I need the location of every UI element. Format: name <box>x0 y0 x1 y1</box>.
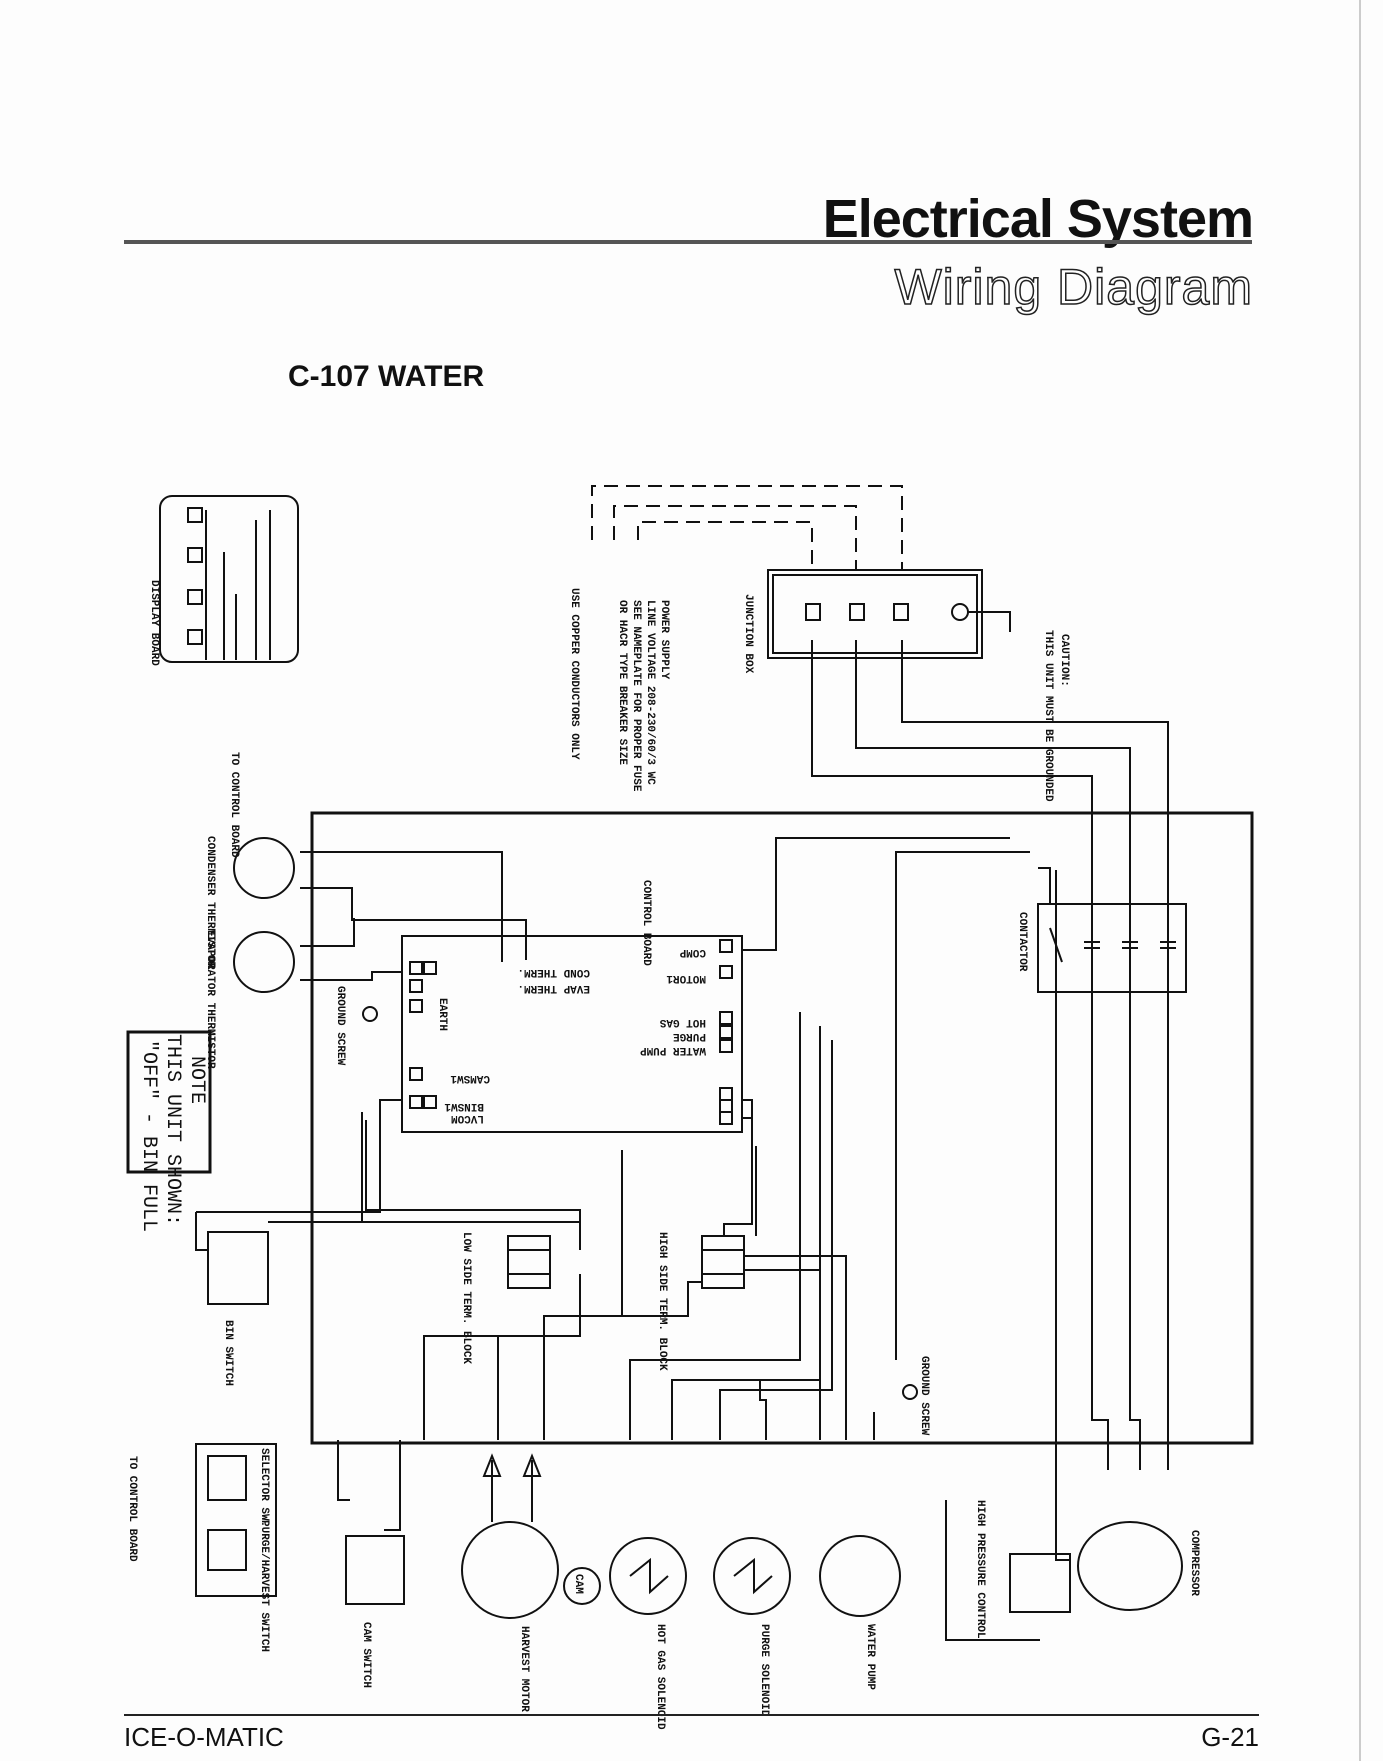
low-side-term-block-label: LOW SIDE TERM. BLOCK <box>460 1232 472 1364</box>
cond-therm-label: COND THERM. <box>517 966 590 978</box>
high-side-term-block-label: HIGH SIDE TERM. BLOCK <box>656 1232 668 1371</box>
to-control-board-bottom-label: TO CONTROL BOARD <box>126 1456 138 1562</box>
harvest-motor-label: HARVEST MOTOR <box>518 1626 530 1712</box>
purge-solenoid-label: PURGE SOLENOID <box>758 1624 770 1717</box>
note-box-outline <box>126 1030 212 1174</box>
to-control-board-top-label: TO CONTROL BOARD <box>228 752 240 858</box>
page-edge <box>1359 0 1361 1761</box>
page-number: G-21 <box>1201 1722 1259 1752</box>
water-pump-motor-label: WATER PUMP <box>864 1624 876 1690</box>
hot-gas-label: HOT GAS <box>659 1016 706 1028</box>
camsw1-label: CAMSW1 <box>450 1072 490 1084</box>
contactor-outline <box>1037 903 1187 993</box>
section-subtitle: Wiring Diagram <box>894 258 1253 316</box>
motor1-label: MOTOR1 <box>666 972 706 984</box>
evaporator-thermistor-label: EVAPORATOR THERMISTOR <box>204 930 216 1069</box>
ground-screw-label: GROUND SCREW <box>334 986 346 1066</box>
water-pump-label: WATER PUMP <box>640 1044 706 1056</box>
caution-label: CAUTION: <box>1058 634 1070 687</box>
high-pressure-control-label: HIGH PRESSURE CONTROL <box>974 1500 986 1639</box>
breaker-label: OR HACR TYPE BREAKER SIZE <box>616 600 628 765</box>
note-line1: NOTE <box>185 1056 208 1104</box>
contactor-label: CONTACTOR <box>1016 912 1028 972</box>
purge-harvest-switch-label: PURGE/HARVEST SWITCH <box>258 1520 270 1652</box>
cam-label: CAM <box>572 1574 584 1594</box>
display-board-outline <box>159 495 299 663</box>
line-voltage-label: LINE VOLTAGE 208-230/60/3 WC <box>644 600 656 785</box>
copper-only-label: USE COPPER CONDUCTORS ONLY <box>568 588 580 760</box>
condenser-thermistor-label: CONDENSER THERMISTOR <box>204 836 216 968</box>
binsw1-label: BINSW1 <box>444 1100 484 1112</box>
comp-label: COMP <box>679 946 706 958</box>
diagram-title: C-107 WATER <box>288 360 485 393</box>
power-supply-label: POWER SUPPLY <box>658 600 670 680</box>
junction-box-outline <box>767 569 983 659</box>
lvcom-label: LVCOM <box>451 1112 484 1124</box>
footer-brand: ICE-O-MATIC <box>124 1722 284 1752</box>
cam-switch-label: CAM SWITCH <box>360 1622 372 1688</box>
evap-therm-label: EVAP THERM. <box>517 982 590 994</box>
control-board-label: CONTROL BOARD <box>640 880 652 966</box>
must-be-grounded-label: THIS UNIT MUST BE GROUNDED <box>1042 630 1054 802</box>
see-nameplate-label: SEE NAMEPLATE FOR PROPER FUSE <box>630 600 642 792</box>
section-title: Electrical System <box>822 189 1254 249</box>
note-line3: "OFF" - BIN FULL <box>137 1040 160 1232</box>
display-board-label: DISPLAY BOARD <box>148 580 160 666</box>
selector-sw-label: SELECTOR SW. <box>258 1448 270 1527</box>
ground-screw-bottom-label: GROUND SCREW <box>918 1356 930 1436</box>
footer-rule <box>124 1714 1259 1716</box>
junction-box-label: JUNCTION BOX <box>742 594 754 674</box>
compressor-label: COMPRESSOR <box>1188 1530 1200 1596</box>
bin-switch-label: BIN SWITCH <box>222 1320 234 1386</box>
earth-label: EARTH <box>436 998 448 1031</box>
control-box-outline <box>310 811 1254 1445</box>
note-line2: THIS UNIT SHOWN: <box>161 1034 184 1226</box>
header-rule <box>124 240 1252 244</box>
hot-gas-solenoid-label: HOT GAS SOLENOID <box>654 1624 666 1730</box>
purge-label: PURGE <box>673 1030 706 1042</box>
control-board-outline <box>401 935 743 1133</box>
